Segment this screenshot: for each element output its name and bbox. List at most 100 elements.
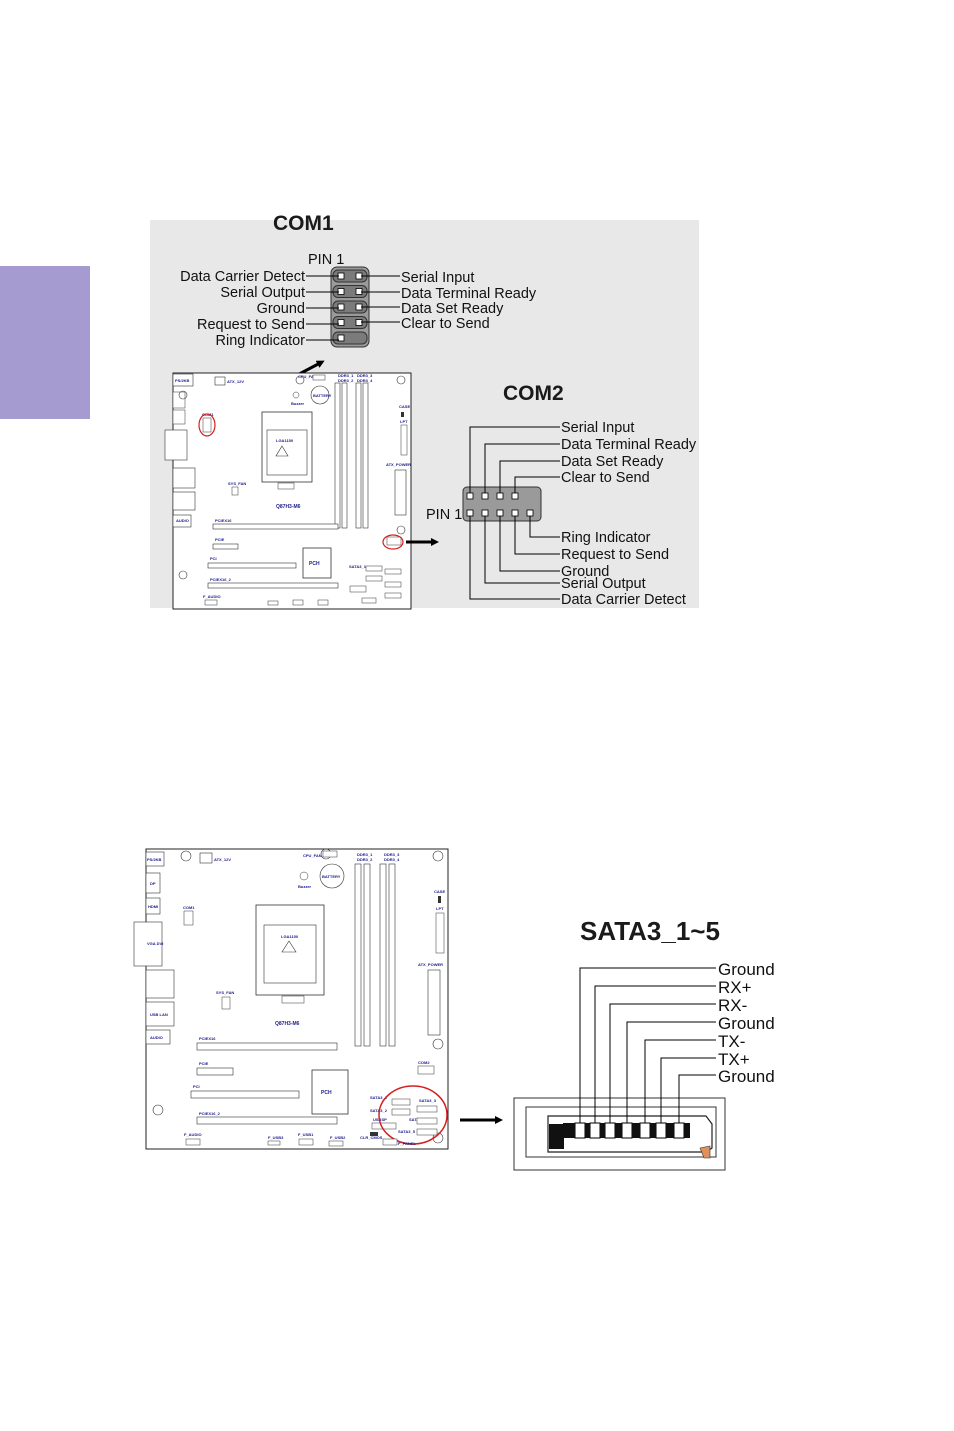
- mb2-sata1: SATA3_1: [370, 1095, 388, 1100]
- mb1-ddr4: DDR3_4: [357, 378, 373, 383]
- mb2-sata5: SATA3_5: [398, 1129, 416, 1134]
- mb2-buzzer: Buzzer: [298, 884, 312, 889]
- mb1-model: Q87H3-M6: [276, 504, 301, 510]
- mb2-battery: BATTERY: [322, 874, 341, 879]
- mb1-pcie16: PCIEX16: [215, 518, 232, 523]
- com2-label-si: Serial Input: [561, 420, 634, 436]
- mb2-fusb2: F_USB2: [330, 1135, 346, 1140]
- mb2-fusb1: F_USB1: [298, 1132, 314, 1137]
- com1-label-ri: Ring Indicator: [216, 333, 306, 349]
- mb1-cpufan: CPU_FAN: [298, 374, 317, 379]
- sata-pins: [574, 1122, 685, 1139]
- com1-label-dcd: Data Carrier Detect: [180, 269, 305, 285]
- mb1-atxpower: ATX_POWER: [386, 462, 411, 467]
- mb1-battery: BATTERY: [313, 393, 332, 398]
- mb1-pci: PCI: [210, 556, 217, 561]
- sata-label-rxn: RX-: [718, 996, 747, 1015]
- com1-connector: PIN 1 Data Carrier Detect: [180, 252, 537, 349]
- mb1-ddr2: DDR3_2: [338, 378, 354, 383]
- com1-label-si: Serial Input: [401, 270, 474, 286]
- mb2-vga: VGA DVI: [147, 941, 163, 946]
- com2-label-gnd: Ground: [561, 564, 609, 580]
- red-circle-highlight-icon: [378, 1085, 448, 1145]
- com2-label-cts: Clear to Send: [561, 470, 650, 486]
- mb1-buzzer: Buzzer: [291, 401, 305, 406]
- mb2-fpanel: F_PANEL: [398, 1141, 416, 1146]
- motherboard-2: PS/2KB DP HDMI VGA DVI USB LAN AUDIO ATX…: [133, 848, 449, 1150]
- mb2-faudio: F_AUDIO: [184, 1132, 202, 1137]
- com2-label-so: Serial Output: [561, 576, 646, 592]
- com1-label-gnd: Ground: [257, 301, 305, 317]
- mb1-case: CASE: [399, 404, 410, 409]
- mb2-pch: PCH: [321, 1090, 332, 1096]
- mb2-pcie16-2: PCIEX16_2: [199, 1111, 221, 1116]
- mb2-audio: AUDIO: [150, 1035, 163, 1040]
- chapter-tab: [0, 266, 90, 419]
- mb2-cpufan: CPU_FAN: [303, 853, 322, 858]
- com1-label-cts: Clear to Send: [401, 316, 490, 332]
- mb2-model: Q87H3-M6: [275, 1021, 300, 1027]
- mb2-ps2: PS/2KB: [147, 857, 162, 862]
- mb1-ddr1: DDR3_1: [338, 373, 354, 378]
- mb2-fusb3: F_USB3: [268, 1135, 284, 1140]
- mb2-sysfan: SYS_FAN: [216, 990, 234, 995]
- sata-connector: Ground RX+ RX- Ground TX- TX+ Ground: [513, 960, 775, 1171]
- com1-label-rts: Request to Send: [197, 317, 305, 333]
- red-circle-highlight-icon: [198, 413, 216, 437]
- mb2-usblan: USB LAN: [150, 1012, 168, 1017]
- red-circle-highlight-icon: [382, 534, 404, 550]
- mb2-ddr4: DDR3_4: [384, 857, 400, 862]
- sata-leader-lines: [579, 967, 716, 1123]
- mb1-lpt: LPT: [400, 419, 408, 424]
- mb2-socket: LGA1150: [281, 934, 299, 939]
- mb2-com2: COM2: [418, 1060, 430, 1065]
- com2-leader-lines: [469, 426, 560, 600]
- com2-label-ri: Ring Indicator: [561, 530, 651, 546]
- sata-label-txp: TX+: [718, 1050, 750, 1069]
- com1-label-dsr: Data Set Ready: [401, 301, 504, 317]
- mb2-pci: PCI: [193, 1084, 200, 1089]
- com1-label-so: Serial Output: [220, 285, 305, 301]
- motherboard-1: PS/2KB AUDIO ATX_12V CPU_FAN BATTERY Buz…: [164, 372, 412, 610]
- sata-label-gnd1: Ground: [718, 960, 775, 979]
- mb1-sysfan: SYS_FAN: [228, 481, 246, 486]
- mb2-ddr1: DDR3_1: [357, 852, 373, 857]
- mb2-pcie: PCIE: [199, 1061, 209, 1066]
- mb2-dp: DP: [150, 881, 156, 886]
- mb2-atx12v: ATX_12V: [214, 857, 231, 862]
- mb2-clrcmos: CLR_CMOS: [360, 1135, 383, 1140]
- mb2-case: CASE: [434, 889, 445, 894]
- com2-label-dcd: Data Carrier Detect: [561, 592, 686, 608]
- mb2-atxpower: ATX_POWER: [418, 962, 443, 967]
- com1-leader-lines: [306, 275, 400, 341]
- com2-connector: PIN 1 Serial Input Data Terminal Ready D…: [426, 420, 697, 608]
- mb2-com1: COM1: [183, 905, 195, 910]
- mb1-ps2: PS/2KB: [175, 378, 190, 383]
- mb2-pcie16: PCIEX16: [199, 1036, 216, 1041]
- com2-title: COM2: [503, 382, 564, 405]
- com2-label-dtr: Data Terminal Ready: [561, 437, 697, 453]
- mb1-pch: PCH: [309, 561, 320, 567]
- com1-pins: [332, 269, 368, 345]
- mb1-pcie: PCIE: [215, 537, 225, 542]
- com2-label-dsr: Data Set Ready: [561, 454, 664, 470]
- com1-label-dtr: Data Terminal Ready: [401, 286, 537, 302]
- mb2-lpt: LPT: [436, 906, 444, 911]
- mb1-ddr3: DDR3_3: [357, 373, 373, 378]
- mb2-sata3: SATA3_3: [419, 1098, 437, 1103]
- mb1-sata1: SATA3_1: [349, 564, 367, 569]
- com1-pin1-label: PIN 1: [308, 252, 344, 268]
- sata-label-rxp: RX+: [718, 978, 752, 997]
- mb1-socket: LGA1150: [276, 438, 294, 443]
- mb2-ddr3: DDR3_3: [384, 852, 400, 857]
- mb1-faudio: F_AUDIO: [203, 594, 221, 599]
- mb1-atx12v: ATX_12V: [227, 379, 244, 384]
- mb2-hdmi: HDMI: [148, 904, 158, 909]
- mb1-pcie16-2: PCIEX16_2: [210, 577, 232, 582]
- mb2-ddr2: DDR3_2: [357, 857, 373, 862]
- com2-pin1-label: PIN 1: [426, 507, 462, 523]
- sata-label-gnd3: Ground: [718, 1067, 775, 1086]
- sata-title: SATA3_1~5: [580, 916, 720, 946]
- com2-label-rts: Request to Send: [561, 547, 669, 563]
